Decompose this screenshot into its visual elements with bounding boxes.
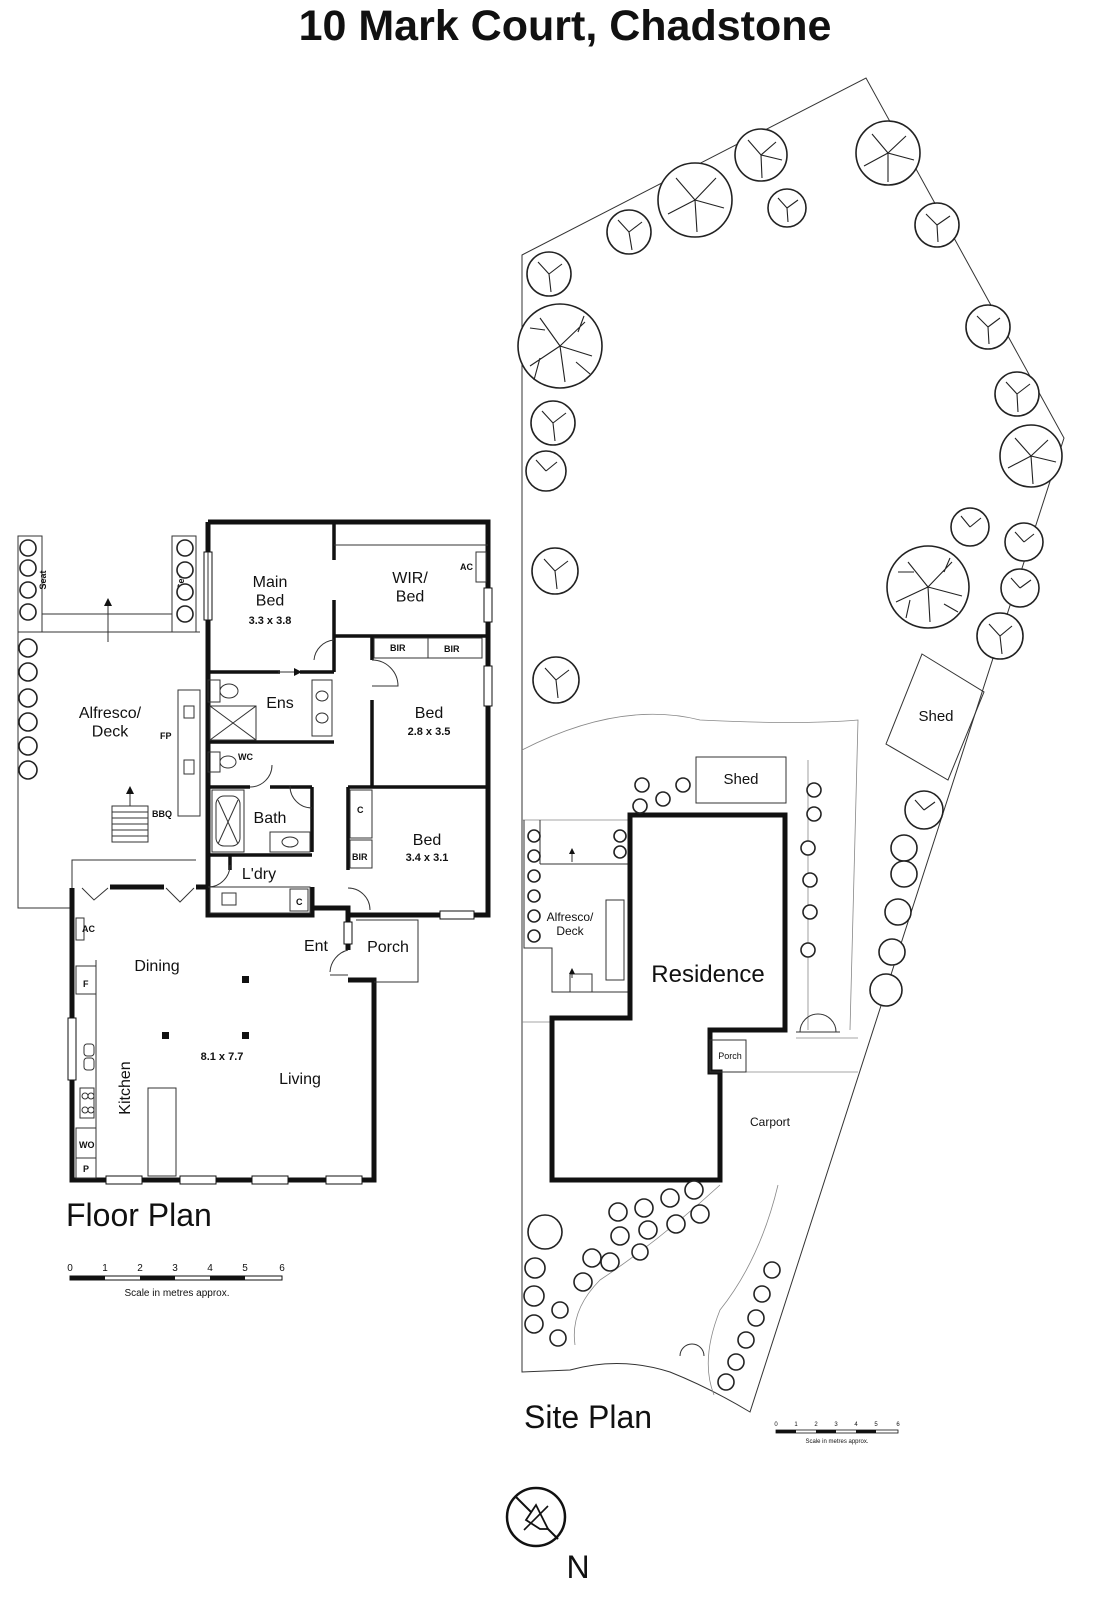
svg-text:3: 3: [172, 1263, 178, 1274]
pantry-label: P: [83, 1164, 89, 1174]
kitchen-island: [147, 1087, 177, 1177]
deck-shrubs: [18, 539, 194, 780]
bedroom-wing-walls: [208, 519, 491, 918]
bir-label-1: BIR: [390, 643, 406, 653]
bed-3-dimensions: 3.4 x 3.1: [406, 852, 449, 864]
alfresco-label: Alfresco/Deck: [79, 705, 142, 740]
fireplace-unit: [177, 689, 201, 817]
floor-plan-label: Floor Plan: [66, 1197, 212, 1233]
seat-bench-right: [171, 535, 197, 633]
bir-cupboard-2: [427, 637, 483, 659]
bir-label-2: BIR: [444, 644, 460, 654]
bed-2-dimensions: 2.8 x 3.5: [408, 726, 451, 738]
carport-label: Carport: [750, 1115, 791, 1129]
seat-label-right: Seat: [176, 570, 186, 589]
svg-text:5: 5: [242, 1263, 248, 1274]
svg-text:0: 0: [67, 1263, 73, 1274]
shed-garden: [885, 653, 985, 781]
shed-1-label: Shed: [723, 771, 758, 788]
svg-text:3: 3: [834, 1422, 838, 1428]
bath-label: Bath: [254, 810, 287, 827]
residence-label: Residence: [651, 961, 764, 988]
c-label-2: C: [296, 897, 303, 907]
alfresco-outline: [17, 536, 196, 909]
svg-text:2: 2: [814, 1422, 818, 1428]
living-label: Living: [279, 1071, 321, 1088]
c-label-1: C: [357, 805, 364, 815]
north-compass-icon: [505, 1486, 567, 1548]
seat-bench-left: [17, 535, 43, 633]
trees: [517, 120, 1063, 1391]
floor-plan: Seat Seat Alfresco/Deck FP BBQ: [17, 519, 493, 1299]
wall-oven-label: WO: [79, 1140, 95, 1150]
deck-steps: [111, 786, 149, 843]
bir-cupboard-3: [349, 839, 373, 869]
laundry-label: L'dry: [242, 866, 276, 883]
svg-text:4: 4: [854, 1422, 858, 1428]
svg-text:1: 1: [794, 1422, 798, 1428]
seat-label-left: Seat: [38, 570, 48, 589]
svg-text:1: 1: [102, 1263, 108, 1274]
ens-label: Ens: [266, 695, 294, 712]
page-title: 10 Mark Court, Chadstone: [299, 2, 832, 50]
north-label: N: [566, 1549, 589, 1585]
floor-plan-scale-caption: Scale in metres approx.: [124, 1288, 229, 1299]
porch-label: Porch: [367, 939, 409, 956]
svg-text:6: 6: [896, 1422, 900, 1428]
site-plan-scale-caption: Scale in metres approx.: [805, 1439, 868, 1445]
floor-plan-scale-bar: 0 1 2 3 4 5 6 Scale in metres approx.: [67, 1263, 285, 1299]
bed-3-label: Bed: [413, 832, 441, 849]
site-plan: Alfresco/Deck Residence Porch Carport Sh…: [517, 77, 1065, 1445]
shed-2-label: Shed: [918, 708, 953, 725]
living-block-walls: [69, 888, 377, 1183]
site-alfresco-label: Alfresco/Deck: [547, 910, 594, 938]
bed-2-label: Bed: [415, 705, 443, 722]
fridge-label: F: [83, 979, 89, 989]
kitchen-label: Kitchen: [117, 1061, 134, 1114]
bbq-label: BBQ: [152, 809, 172, 819]
ac-label-1: AC: [460, 562, 473, 572]
site-porch-label: Porch: [718, 1051, 742, 1061]
wc-label: WC: [238, 752, 253, 762]
site-plan-label: Site Plan: [524, 1399, 652, 1435]
svg-text:0: 0: [774, 1422, 778, 1428]
wir-bed-label: WIR/Bed: [392, 570, 428, 605]
svg-text:2: 2: [137, 1263, 143, 1274]
svg-text:6: 6: [279, 1263, 285, 1274]
living-dimensions: 8.1 x 7.7: [201, 1051, 244, 1063]
main-bed-dimensions: 3.3 x 3.8: [249, 615, 292, 627]
bir-label-3: BIR: [352, 852, 368, 862]
dining-label: Dining: [134, 958, 179, 975]
site-plan-scale-bar: 0 1 2 3 4 5 6 Scale in metres approx.: [774, 1422, 900, 1445]
svg-text:5: 5: [874, 1422, 878, 1428]
svg-text:4: 4: [207, 1263, 213, 1274]
ent-label: Ent: [304, 938, 329, 955]
fireplace-label: FP: [160, 731, 172, 741]
shed-residence: [695, 756, 787, 804]
site-boundary: [521, 77, 1065, 1413]
ac-label-2: AC: [82, 924, 95, 934]
linen-cupboard: [349, 789, 373, 839]
